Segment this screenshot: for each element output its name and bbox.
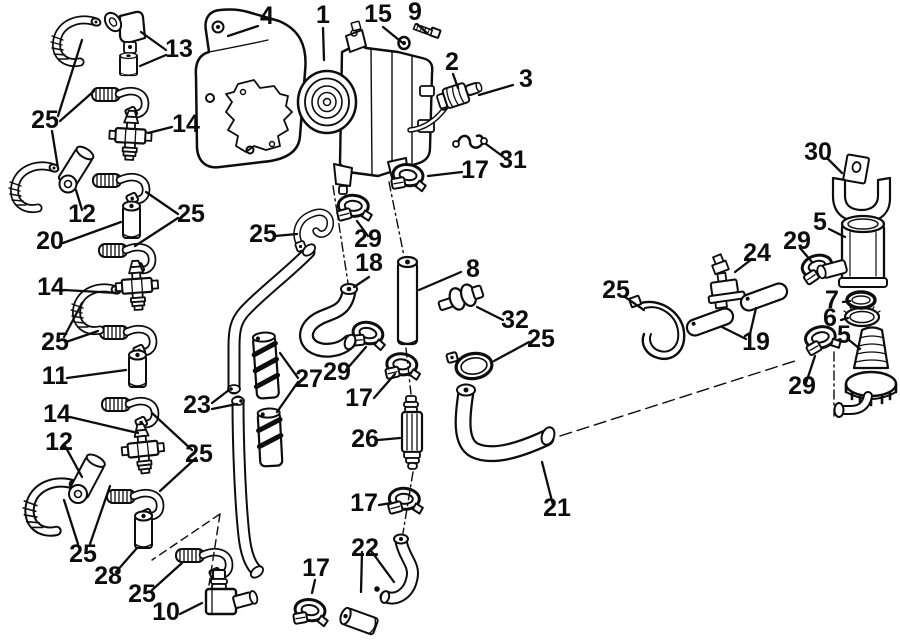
part-25-clamp-hose [92, 88, 145, 119]
part-13-elbow-fitting [103, 10, 147, 77]
part-29-clamp [334, 192, 375, 225]
callout-26: 26 [351, 425, 379, 453]
part-17-clamp [382, 350, 424, 384]
part-12-cylinder [57, 145, 95, 194]
callout-25: 25 [177, 200, 205, 228]
part-4-mounting-plate [194, 8, 307, 169]
part-18-s-hose [299, 283, 358, 358]
part-25-spring-hose [9, 163, 59, 208]
callout-14: 14 [37, 273, 65, 301]
callout-17: 17 [302, 554, 330, 582]
artwork [9, 8, 898, 636]
callouts: 4 1 15 9 13 2 3 25 14 30 31 17 12 25 5 2… [31, 0, 851, 626]
part-25-cable-tie [628, 294, 686, 361]
callout-25: 25 [527, 325, 555, 353]
part-19-tubes [685, 282, 789, 337]
leader-lines [50, 22, 862, 616]
part-24-fitting [707, 253, 746, 310]
callout-11: 11 [42, 362, 69, 390]
callout-20: 20 [36, 227, 64, 255]
callout-23: 23 [183, 391, 211, 419]
callout-10: 10 [152, 598, 180, 626]
part-11-sleeve [128, 349, 147, 388]
callout-21: 21 [543, 494, 571, 522]
part-17-clamp [290, 595, 332, 631]
callout-15: 15 [364, 0, 392, 28]
part-28-sleeve [134, 510, 153, 549]
callout-14: 14 [43, 400, 71, 428]
callout-25: 25 [249, 220, 277, 248]
callout-29: 29 [354, 225, 382, 253]
callout-31: 31 [499, 146, 527, 174]
callout-17: 17 [345, 384, 373, 412]
callout-24: 24 [743, 239, 771, 267]
part-7-o-ring [845, 290, 877, 310]
callout-29: 29 [323, 358, 351, 386]
part-30-bracket [831, 153, 892, 224]
callout-25: 25 [602, 276, 630, 304]
callout-9: 9 [408, 0, 422, 26]
part-17-clamp [388, 160, 430, 196]
part-26-inline-filter [400, 395, 424, 470]
callout-17: 17 [350, 489, 378, 517]
callout-25: 25 [185, 440, 213, 468]
part-25-clamp-hose [99, 244, 152, 275]
callout-12: 12 [68, 200, 96, 228]
part-17-clamp [385, 485, 426, 518]
callout-19: 19 [742, 328, 770, 356]
part-14-tee-fitting [107, 108, 154, 162]
callout-28: 28 [94, 562, 122, 590]
part-10-elbow-fitting [204, 569, 259, 616]
callout-13: 13 [165, 35, 193, 63]
part-21-elbow-hose [454, 383, 556, 463]
alignment-lines [151, 181, 835, 586]
part-31-wire-clip [452, 134, 488, 149]
callout-8: 8 [466, 255, 480, 283]
callout-25: 25 [69, 540, 97, 568]
part-5-strainer-assembly [833, 326, 898, 418]
part-25-wire-ring-clamp [445, 351, 494, 381]
callout-4: 4 [260, 2, 274, 30]
callout-18: 18 [355, 249, 383, 277]
part-23-long-tube [227, 243, 316, 579]
part-6-retainer-ring [843, 306, 881, 328]
callout-5: 5 [837, 321, 851, 349]
part-8-tube [396, 255, 419, 346]
callout-14: 14 [172, 110, 200, 138]
part-25-clamp-hose [93, 174, 146, 205]
callout-3: 3 [519, 65, 533, 93]
part-20-sleeve [122, 200, 141, 239]
callout-22: 22 [351, 534, 379, 562]
callout-5: 5 [813, 208, 827, 236]
callout-30: 30 [804, 138, 832, 166]
callout-1: 1 [316, 1, 330, 29]
callout-6: 6 [823, 304, 837, 332]
callout-2: 2 [445, 48, 459, 76]
callout-25: 25 [128, 580, 156, 608]
part-32-check-valve [437, 283, 485, 311]
callout-27: 27 [295, 365, 323, 393]
part-27-protective-sleeve [251, 331, 284, 468]
part-5-canister [816, 214, 888, 288]
part-12-cylinder [68, 453, 106, 504]
callout-25: 25 [41, 328, 69, 356]
part-25-clamp-hose [102, 398, 155, 429]
callout-29: 29 [783, 227, 811, 255]
callout-32: 32 [501, 306, 529, 334]
callout-12: 12 [45, 428, 73, 456]
callout-25: 25 [31, 106, 59, 134]
part-1-fuel-pump-assembly [296, 20, 456, 195]
callout-7: 7 [825, 286, 839, 314]
part-2-3-connector-fitting [436, 81, 483, 110]
callout-29: 29 [788, 372, 816, 400]
part-22-hose-and-sleeve [337, 533, 419, 636]
callout-17: 17 [461, 156, 489, 184]
